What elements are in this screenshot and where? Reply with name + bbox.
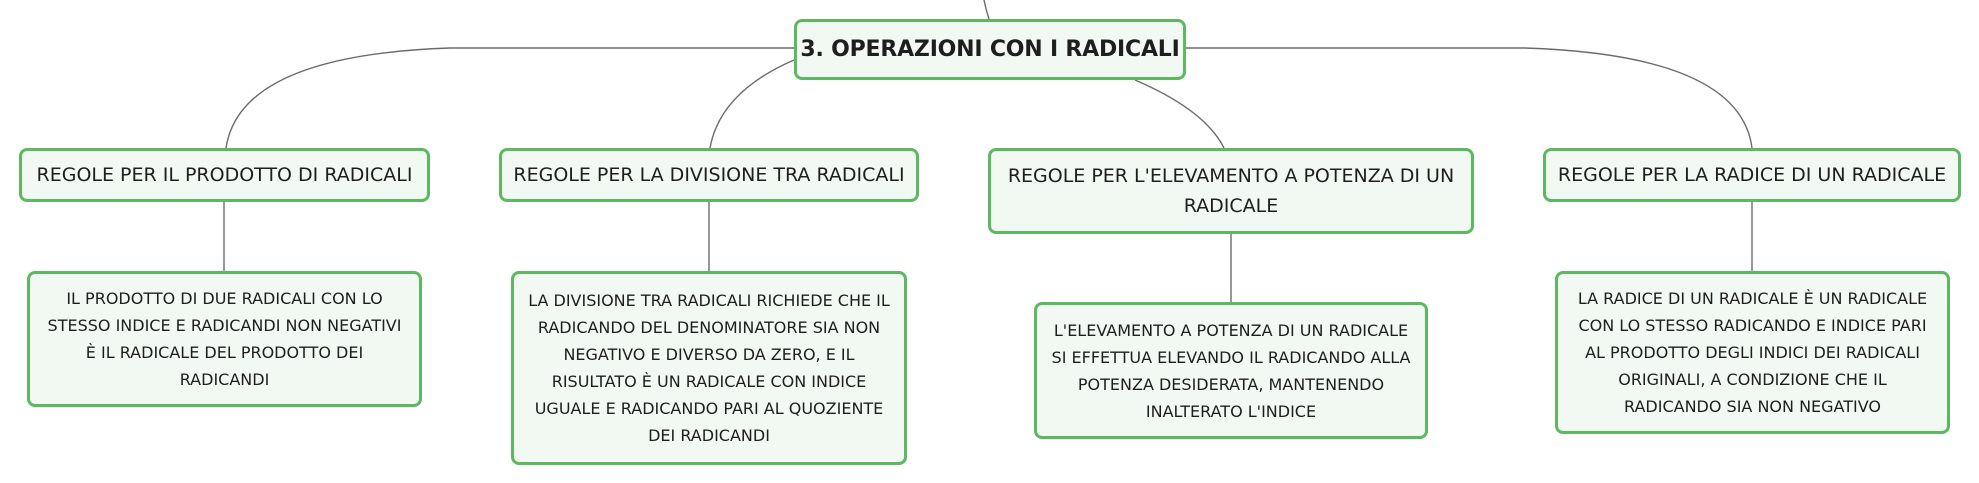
topic-node-radice-di-radicale[interactable]: REGOLE PER LA RADICE DI UN RADICALE	[1543, 148, 1961, 202]
connector-root-to-topic-4	[1186, 47, 1753, 149]
connector-root-to-topic-3	[1134, 79, 1225, 149]
topic-label: REGOLE PER L'ELEVAMENTO A POTENZA DI UN …	[1007, 165, 1455, 217]
connector-root-to-topic-1	[225, 47, 794, 149]
root-node[interactable]: 3. OPERAZIONI CON I RADICALI	[794, 19, 1186, 80]
topic-label: REGOLE PER LA RADICE DI UN RADICALE	[1557, 164, 1947, 186]
detail-text: LA DIVISIONE TRA RADICALI RICHIEDE CHE I…	[528, 291, 890, 445]
detail-node-elevamento-potenza[interactable]: L'ELEVAMENTO A POTENZA DI UN RADICALE SI…	[1034, 302, 1428, 439]
topic-label: REGOLE PER IL PRODOTTO DI RADICALI	[36, 164, 413, 186]
topic-node-prodotto[interactable]: REGOLE PER IL PRODOTTO DI RADICALI	[19, 148, 430, 202]
topic-label: REGOLE PER LA DIVISIONE TRA RADICALI	[513, 164, 905, 186]
topic-node-elevamento-potenza[interactable]: REGOLE PER L'ELEVAMENTO A POTENZA DI UN …	[988, 148, 1474, 234]
detail-text: LA RADICE DI UN RADICALE È UN RADICALE C…	[1577, 289, 1928, 416]
detail-text: L'ELEVAMENTO A POTENZA DI UN RADICALE SI…	[1051, 320, 1411, 421]
detail-node-divisione[interactable]: LA DIVISIONE TRA RADICALI RICHIEDE CHE I…	[511, 271, 907, 465]
detail-node-prodotto[interactable]: IL PRODOTTO DI DUE RADICALI CON LO STESS…	[27, 271, 422, 407]
detail-node-radice-di-radicale[interactable]: LA RADICE DI UN RADICALE È UN RADICALE C…	[1555, 271, 1950, 434]
detail-text: IL PRODOTTO DI DUE RADICALI CON LO STESS…	[47, 289, 402, 389]
connector-root-to-topic-2	[709, 59, 795, 149]
topic-node-divisione[interactable]: REGOLE PER LA DIVISIONE TRA RADICALI	[499, 148, 919, 202]
root-label: 3. OPERAZIONI CON I RADICALI	[800, 37, 1180, 62]
connector-parent-to-root	[983, 0, 990, 20]
